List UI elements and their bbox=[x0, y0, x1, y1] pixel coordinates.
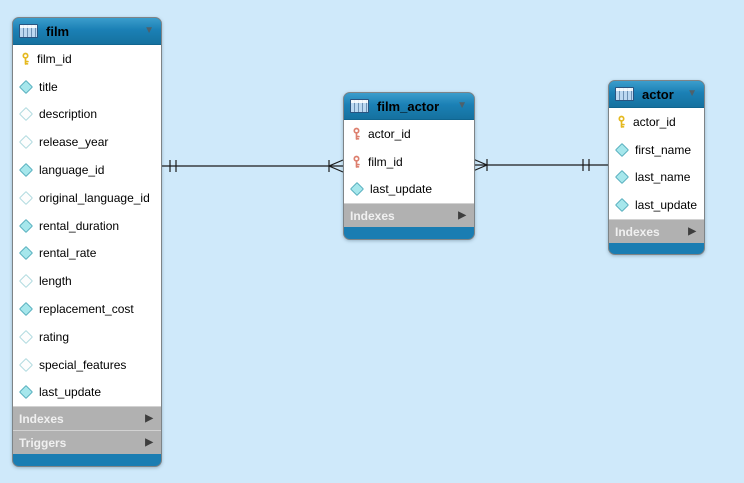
column-label: rental_rate bbox=[39, 246, 97, 261]
expand-arrow-icon[interactable]: ▶ bbox=[458, 209, 466, 221]
column-row[interactable]: actor_id bbox=[344, 120, 474, 148]
column-label: description bbox=[39, 107, 98, 122]
column-row[interactable]: rental_duration bbox=[13, 212, 161, 240]
column-label: length bbox=[39, 274, 72, 289]
column-row[interactable]: replacement_cost bbox=[13, 295, 161, 323]
column-row[interactable]: actor_id bbox=[609, 108, 704, 136]
notnull-diamond-icon bbox=[18, 246, 34, 261]
column-label: language_id bbox=[39, 163, 105, 178]
table-footer-strip bbox=[609, 243, 704, 254]
section-label: Triggers bbox=[19, 435, 67, 450]
table-footer-strip bbox=[13, 454, 161, 466]
column-label: special_features bbox=[39, 357, 127, 372]
notnull-diamond-icon bbox=[18, 385, 34, 400]
table-node-actor[interactable]: actor ▼ actor_id first_name last_name la… bbox=[608, 80, 705, 255]
column-row[interactable]: language_id bbox=[13, 156, 161, 184]
triggers-section[interactable]: Triggers ▶ bbox=[13, 430, 161, 455]
column-row[interactable]: rating bbox=[13, 323, 161, 351]
column-row[interactable]: special_features bbox=[13, 351, 161, 379]
column-label: film_id bbox=[368, 154, 403, 169]
primary-key-icon bbox=[22, 52, 29, 65]
column-row[interactable]: last_update bbox=[13, 379, 161, 407]
column-row[interactable]: last_update bbox=[609, 191, 704, 219]
section-label: Indexes bbox=[350, 208, 395, 223]
column-label: last_name bbox=[635, 170, 691, 185]
nullable-diamond-icon bbox=[18, 357, 34, 372]
column-row[interactable]: last_name bbox=[609, 164, 704, 192]
notnull-diamond-icon bbox=[614, 198, 630, 213]
column-row[interactable]: title bbox=[13, 73, 161, 101]
table-icon bbox=[615, 87, 634, 101]
primary-key-icon bbox=[618, 115, 625, 128]
column-label: actor_id bbox=[633, 114, 676, 129]
indexes-section[interactable]: Indexes ▶ bbox=[344, 203, 474, 228]
relationship-film-film_actor[interactable] bbox=[160, 159, 344, 173]
column-row[interactable]: first_name bbox=[609, 136, 704, 164]
notnull-diamond-icon bbox=[614, 170, 630, 185]
section-label: Indexes bbox=[19, 411, 64, 426]
expand-arrow-icon[interactable]: ▶ bbox=[688, 225, 696, 237]
collapse-triangle-icon[interactable]: ▼ bbox=[687, 88, 697, 99]
column-row[interactable]: description bbox=[13, 101, 161, 129]
column-label: rating bbox=[39, 329, 70, 344]
column-row[interactable]: original_language_id bbox=[13, 184, 161, 212]
column-row[interactable]: rental_rate bbox=[13, 240, 161, 268]
table-name: film_actor bbox=[377, 98, 440, 114]
table-footer-strip bbox=[344, 227, 474, 239]
nullable-diamond-icon bbox=[18, 274, 34, 289]
table-node-film[interactable]: film ▼ film_id title description release… bbox=[12, 17, 162, 467]
nullable-diamond-icon bbox=[18, 107, 34, 122]
column-label: original_language_id bbox=[39, 190, 150, 205]
expand-arrow-icon[interactable]: ▶ bbox=[145, 412, 153, 424]
table-header[interactable]: actor ▼ bbox=[609, 81, 704, 108]
table-icon bbox=[19, 24, 38, 38]
notnull-diamond-icon bbox=[614, 142, 630, 157]
indexes-section[interactable]: Indexes ▶ bbox=[13, 406, 161, 431]
column-label: first_name bbox=[635, 142, 692, 157]
nullable-diamond-icon bbox=[18, 329, 34, 344]
table-columns: film_id title description release_year l… bbox=[13, 45, 161, 407]
column-label: last_update bbox=[39, 385, 102, 400]
column-label: last_update bbox=[370, 182, 433, 197]
table-name: actor bbox=[642, 86, 674, 102]
column-row[interactable]: length bbox=[13, 267, 161, 295]
notnull-diamond-icon bbox=[18, 301, 34, 317]
table-header[interactable]: film_actor ▼ bbox=[344, 93, 474, 120]
column-label: rental_duration bbox=[39, 218, 120, 233]
collapse-triangle-icon[interactable]: ▼ bbox=[457, 100, 467, 111]
indexes-section[interactable]: Indexes ▶ bbox=[609, 219, 704, 244]
column-row[interactable]: release_year bbox=[13, 128, 161, 156]
notnull-diamond-icon bbox=[18, 79, 34, 94]
column-row[interactable]: film_id bbox=[13, 45, 161, 73]
table-columns: actor_id film_id last_update bbox=[344, 120, 474, 204]
column-row[interactable]: last_update bbox=[344, 176, 474, 204]
column-label: last_update bbox=[635, 198, 698, 213]
collapse-triangle-icon[interactable]: ▼ bbox=[144, 25, 154, 36]
column-row[interactable]: film_id bbox=[344, 148, 474, 176]
table-node-film-actor[interactable]: film_actor ▼ actor_id film_id last_updat… bbox=[343, 92, 475, 240]
expand-arrow-icon[interactable]: ▶ bbox=[145, 436, 153, 448]
column-label: release_year bbox=[39, 135, 109, 150]
column-label: film_id bbox=[37, 51, 72, 66]
nullable-diamond-icon bbox=[18, 190, 34, 205]
nullable-diamond-icon bbox=[18, 135, 34, 150]
foreign-primary-key-icon bbox=[353, 155, 360, 168]
table-icon bbox=[350, 99, 369, 113]
table-columns: actor_id first_name last_name last_updat… bbox=[609, 108, 704, 220]
foreign-primary-key-icon bbox=[353, 127, 360, 140]
notnull-diamond-icon bbox=[18, 163, 34, 178]
column-label: replacement_cost bbox=[39, 302, 134, 317]
table-header[interactable]: film ▼ bbox=[13, 18, 161, 45]
column-label: actor_id bbox=[368, 126, 411, 141]
relationship-film_actor-actor[interactable] bbox=[472, 158, 608, 172]
notnull-diamond-icon bbox=[349, 182, 365, 197]
table-name: film bbox=[46, 23, 70, 39]
column-label: title bbox=[39, 79, 58, 94]
notnull-diamond-icon bbox=[18, 218, 34, 233]
section-label: Indexes bbox=[615, 224, 660, 239]
